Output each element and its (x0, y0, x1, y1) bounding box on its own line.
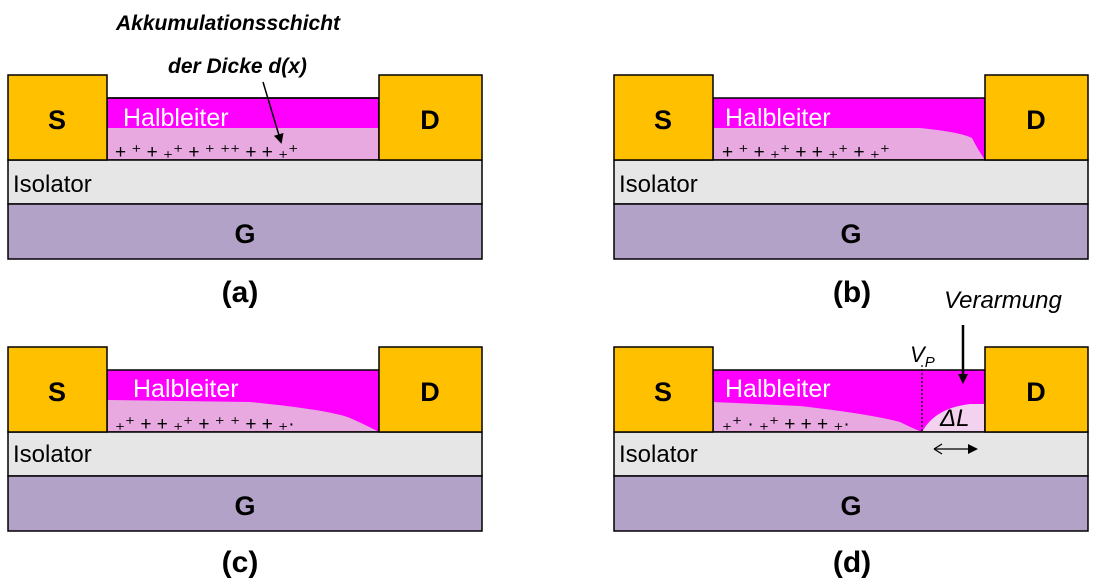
panel-c: ₊⁺ + + ₊⁺ + ⁺ ⁺ + + ₊· S D Halbleiter Is… (7, 346, 483, 579)
drain-label: D (420, 377, 440, 407)
accumulation-layer (107, 128, 379, 160)
source-label: S (48, 377, 66, 407)
source-label: S (654, 377, 672, 407)
semiconductor-label: Halbleiter (123, 104, 229, 132)
panel-caption: (b) (833, 276, 871, 309)
source-contact (7, 346, 108, 433)
charge-plus-row: + ⁺ + ₊⁺ + + ₊⁺ + ₊⁺ (722, 142, 890, 163)
insulator-layer (7, 159, 483, 205)
panel-caption: (c) (222, 546, 259, 579)
insulator-label: Isolator (619, 441, 698, 468)
source-contact (613, 346, 714, 433)
accumulation-arrow (262, 81, 284, 144)
source-contact (7, 74, 108, 161)
accumulation-label-line2: der Dicke d(x) (168, 55, 307, 78)
panel-caption: (d) (833, 546, 871, 579)
charge-plus-row: ₊⁺ · ₊⁺ + + + ₊· (722, 414, 850, 435)
pinch-voltage-subscript: P (925, 354, 935, 371)
panel-d: ₊⁺ · ₊⁺ + + + ₊· S D Halbleiter Isolator… (613, 287, 1089, 579)
gate-label: G (840, 491, 861, 521)
insulator-label: Isolator (619, 171, 698, 198)
semiconductor-label: Halbleiter (725, 104, 831, 132)
gate-electrode (613, 475, 1089, 532)
insulator-layer (7, 431, 483, 477)
accumulation-layer (107, 400, 379, 432)
delta-length-label: ΔL (939, 405, 969, 432)
panel-b: + ⁺ + ₊⁺ + + ₊⁺ + ₊⁺ S D Halbleiter Isol… (613, 74, 1089, 309)
insulator-layer (613, 431, 1089, 477)
insulator-label: Isolator (13, 171, 92, 198)
semiconductor-label: Halbleiter (133, 375, 239, 403)
drain-contact (984, 346, 1089, 433)
charge-plus-row: + ⁺ + ₊⁺ + ⁺ ⁺⁺ + + ₊⁺ (115, 142, 298, 163)
insulator-label: Isolator (13, 441, 92, 468)
gate-electrode (7, 475, 483, 532)
drain-contact (984, 74, 1089, 161)
drain-label: D (1026, 377, 1046, 407)
depletion-region (922, 404, 985, 432)
gate-electrode (7, 203, 483, 260)
source-label: S (654, 105, 672, 135)
source-contact (613, 74, 714, 161)
insulator-layer (613, 159, 1089, 205)
drain-contact (378, 74, 483, 161)
panel-a: + ⁺ + ₊⁺ + ⁺ ⁺⁺ + + ₊⁺ S D Halbleiter Is… (7, 74, 483, 309)
panel-caption: (a) (222, 276, 259, 309)
accumulation-layer (713, 402, 922, 432)
depletion-label: Verarmung (944, 287, 1062, 314)
accumulation-layer (713, 128, 985, 160)
semiconductor-label: Halbleiter (725, 375, 831, 403)
drain-label: D (1026, 105, 1046, 135)
drain-label: D (420, 105, 440, 135)
gate-label: G (234, 491, 255, 521)
gate-label: G (840, 219, 861, 249)
gate-electrode (613, 203, 1089, 260)
gate-label: G (234, 219, 255, 249)
accumulation-label-line1: Akkumulationsschicht (115, 12, 341, 35)
charge-plus-row: ₊⁺ + + ₊⁺ + ⁺ ⁺ + + ₊· (115, 414, 295, 435)
drain-contact (378, 346, 483, 433)
pinch-voltage-label: VP (910, 342, 935, 371)
source-label: S (48, 105, 66, 135)
